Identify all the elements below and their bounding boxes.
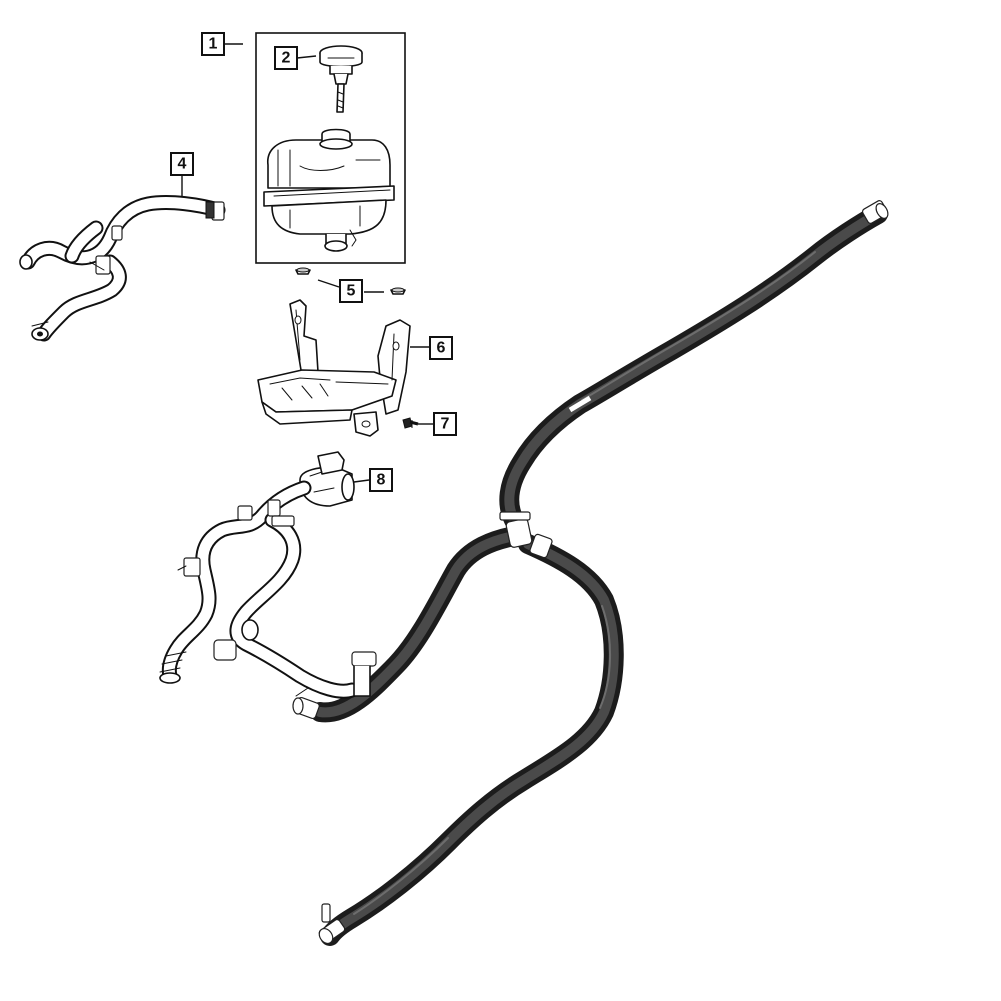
callout-5: 5 xyxy=(339,279,363,303)
callout-2: 2 xyxy=(274,46,298,70)
callout-2-label: 2 xyxy=(282,50,291,67)
callout-1: 1 xyxy=(201,32,225,56)
heater-hose-icon xyxy=(292,200,889,946)
grommet-icon xyxy=(295,267,406,295)
callout-7: 7 xyxy=(433,412,457,436)
callout-4-label: 4 xyxy=(178,156,187,173)
callout-5-label: 5 xyxy=(347,283,356,300)
reservoir-frame xyxy=(255,32,406,264)
leader-2 xyxy=(296,55,317,59)
callout-6: 6 xyxy=(429,336,453,360)
callout-8-label: 8 xyxy=(377,472,386,489)
bracket-icon xyxy=(257,299,411,437)
callout-1-label: 1 xyxy=(209,36,218,53)
coolant-reservoir-icon xyxy=(263,128,395,252)
bolt-icon xyxy=(402,417,419,429)
callout-8: 8 xyxy=(369,468,393,492)
callout-4: 4 xyxy=(170,152,194,176)
callout-6-label: 6 xyxy=(437,340,446,357)
callout-7-label: 7 xyxy=(441,416,450,433)
leader-5a xyxy=(317,279,340,288)
coolant-hose-assembly-icon xyxy=(159,451,377,699)
coolant-hose-icon xyxy=(19,195,226,342)
leader-8 xyxy=(353,479,370,483)
pressure-cap-icon xyxy=(319,45,363,113)
